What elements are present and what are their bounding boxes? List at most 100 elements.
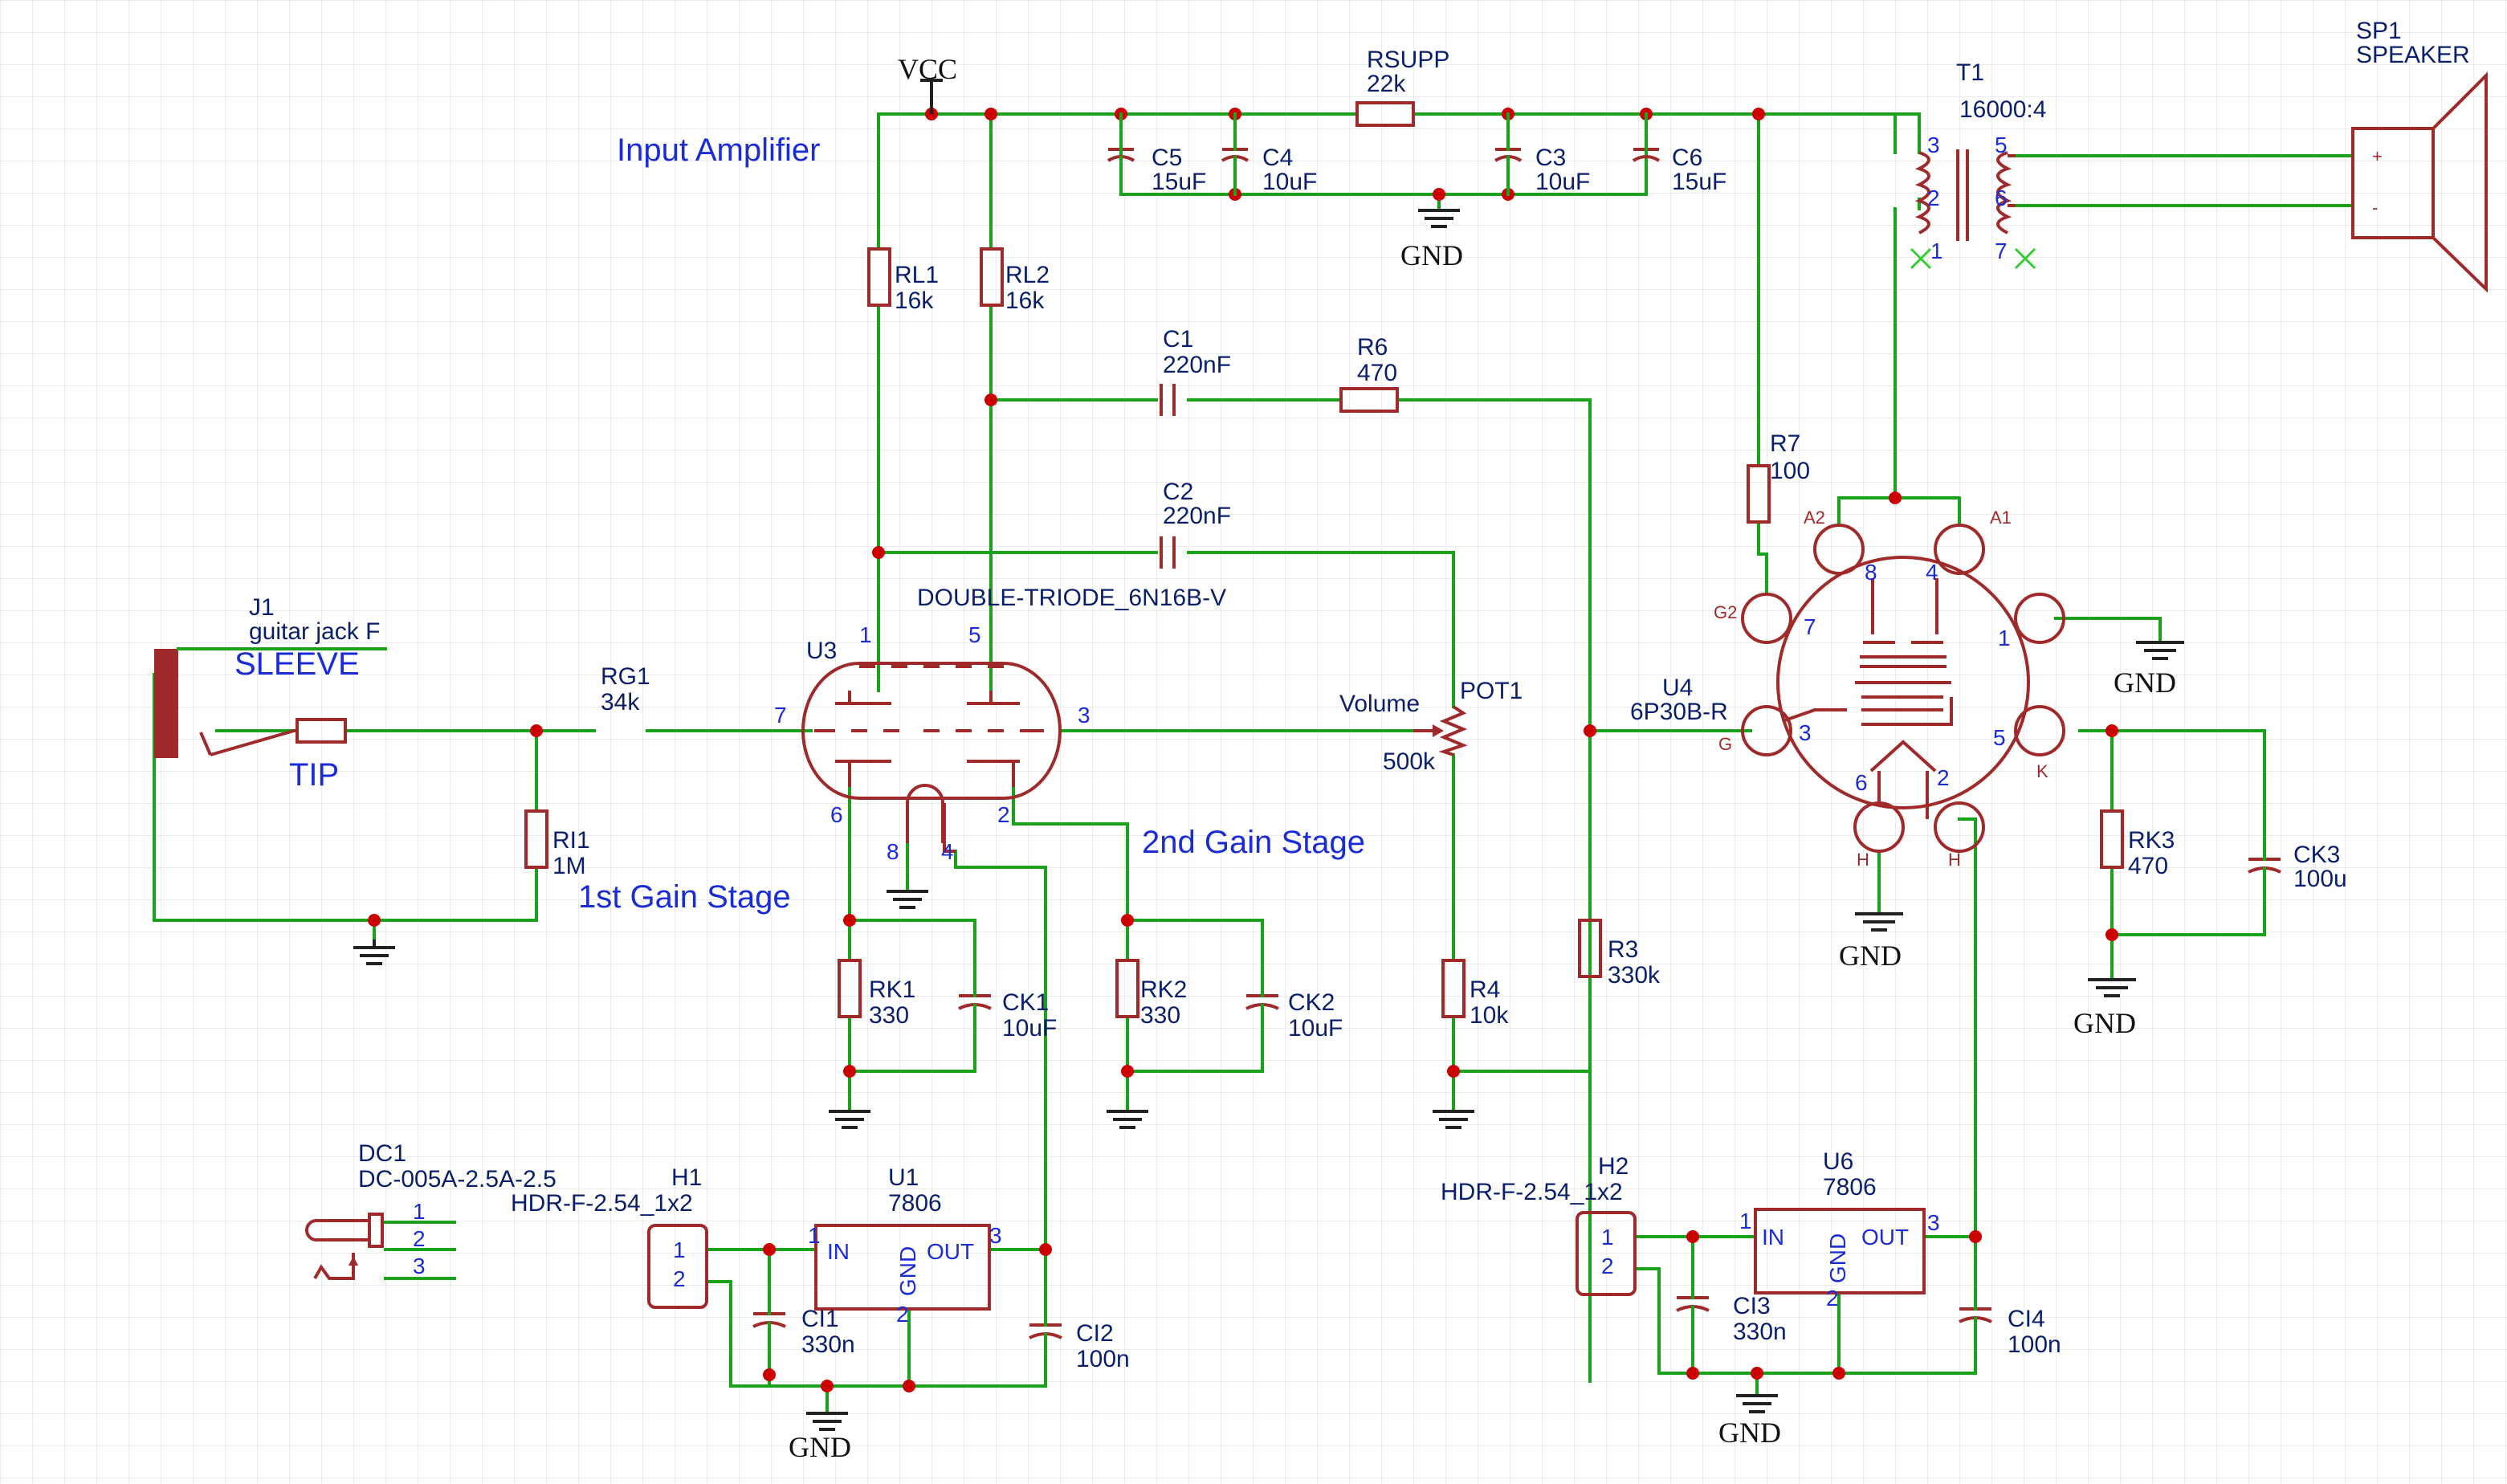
svg-text:3: 3 [1927, 132, 1940, 157]
j1-tip: TIP [289, 757, 339, 793]
ci1-value: 330n [801, 1331, 855, 1358]
u1-pin-gnd: GND [895, 1246, 920, 1296]
sp1-value: SPEAKER [2356, 42, 2470, 68]
svg-text:6: 6 [830, 802, 843, 827]
title-1st-gain-stage: 1st Gain Stage [578, 879, 791, 915]
svg-text:3: 3 [1078, 703, 1090, 728]
h2-ref: H2 [1598, 1153, 1629, 1180]
sp1-symbol [2351, 71, 2488, 293]
svg-text:1: 1 [1998, 626, 2011, 650]
r3-ref: R3 [1608, 936, 1638, 963]
c5-ref: C5 [1152, 145, 1182, 171]
net-gnd-g3: GND [2114, 667, 2176, 699]
svg-text:8: 8 [1865, 560, 1877, 585]
svg-text:1: 1 [1601, 1225, 1614, 1250]
h1-ref: H1 [671, 1164, 702, 1191]
r7-ref: R7 [1770, 430, 1800, 457]
title-2nd-gain-stage: 2nd Gain Stage [1142, 825, 1365, 860]
svg-text:2: 2 [1937, 765, 1950, 790]
svg-text:2: 2 [673, 1266, 686, 1291]
rk3-ref: RK3 [2128, 827, 2175, 854]
j1-value: guitar jack F [249, 618, 380, 645]
c6-value: 15uF [1672, 169, 1726, 195]
resistors [296, 101, 2124, 1018]
t1-ref: T1 [1956, 59, 1984, 86]
c3-ref: C3 [1535, 145, 1566, 171]
svg-text:6: 6 [1855, 770, 1868, 795]
u4-symbol [1741, 524, 2065, 853]
c5-value: 15uF [1152, 169, 1206, 195]
ri1-value: 1M [552, 853, 586, 879]
rl2-body [980, 247, 1004, 307]
ri1-body [524, 809, 548, 869]
sp1-ref: SP1 [2356, 18, 2402, 44]
wires [153, 112, 2354, 1415]
ci2-value: 100n [1076, 1346, 1130, 1372]
ci2-ref: CI2 [1076, 1320, 1114, 1347]
u1-pin-in: IN [827, 1239, 850, 1264]
t1-symbol [1910, 149, 2036, 270]
u4-pin-a1: A1 [1990, 508, 2012, 528]
u4-pin-g: G [1718, 734, 1732, 754]
net-gnd-supply: GND [1400, 239, 1463, 271]
r4-value: 10k [1470, 1002, 1509, 1029]
title-input-amplifier: Input Amplifier [617, 132, 820, 168]
dc1-symbol [305, 1213, 384, 1280]
rk2-body [1115, 959, 1139, 1018]
u4-pin-h1: H [1857, 850, 1869, 870]
c6-ref: C6 [1672, 145, 1702, 171]
u4-pin-a2: A2 [1804, 508, 1825, 528]
t1-value: 16000:4 [1959, 96, 2046, 123]
capacitors [752, 112, 2281, 1351]
c2-value: 220nF [1163, 503, 1231, 529]
svg-text:1: 1 [413, 1199, 426, 1224]
speaker-plus: + [2372, 146, 2383, 166]
ci3-value: 330n [1733, 1319, 1787, 1345]
svg-text:1: 1 [1739, 1209, 1752, 1233]
rk3-value: 470 [2128, 853, 2168, 879]
c4-value: 10uF [1262, 169, 1317, 195]
svg-text:8: 8 [887, 839, 899, 864]
r3-value: 330k [1608, 962, 1661, 989]
u6-ref: U6 [1823, 1148, 1853, 1175]
rl2-value: 16k [1005, 287, 1045, 314]
svg-text:5: 5 [1995, 132, 2008, 157]
svg-text:7: 7 [1995, 238, 2008, 263]
svg-text:1: 1 [859, 622, 872, 647]
net-gnd-cathode: GND [2073, 1007, 2136, 1039]
rk1-ref: RK1 [869, 976, 915, 1003]
u6-pin-out: OUT [1861, 1225, 1909, 1250]
svg-text:1: 1 [808, 1223, 821, 1248]
r4-body [1441, 959, 1465, 1018]
c4-ref: C4 [1262, 145, 1293, 171]
pot1-label: Volume [1339, 691, 1420, 717]
u3-symbol [801, 662, 1062, 853]
h1-value: HDR-F-2.54_1x2 [511, 1190, 693, 1217]
rsupp-body [1355, 101, 1415, 127]
net-gnd-u1: GND [789, 1431, 851, 1463]
ground-symbols [353, 79, 2184, 1431]
svg-text:1: 1 [1930, 238, 1943, 263]
svg-text:3: 3 [413, 1254, 426, 1278]
r6-ref: R6 [1357, 334, 1388, 361]
svg-text:3: 3 [989, 1223, 1002, 1248]
u6-pin-in: IN [1762, 1225, 1784, 1250]
u3-ref: U3 [806, 638, 837, 664]
net-vcc: VCC [898, 53, 957, 85]
c1-ref: C1 [1163, 326, 1193, 353]
net-gnd-u6: GND [1718, 1417, 1781, 1449]
pot1-symbol [1413, 705, 1468, 756]
speaker-minus: - [2372, 198, 2378, 218]
ci3-ref: CI3 [1733, 1293, 1771, 1319]
svg-text:2: 2 [413, 1226, 426, 1251]
c2-body [1160, 536, 1176, 569]
rk2-ref: RK2 [1140, 976, 1187, 1003]
rl1-body [867, 247, 891, 307]
rg1-value: 34k [601, 689, 640, 716]
dc1-ref: DC1 [358, 1140, 406, 1167]
u4-pin-k: K [2036, 761, 2048, 781]
rg1-ref: RG1 [601, 663, 650, 690]
r4-ref: R4 [1470, 976, 1500, 1003]
ci1-ref: CI1 [801, 1306, 839, 1332]
